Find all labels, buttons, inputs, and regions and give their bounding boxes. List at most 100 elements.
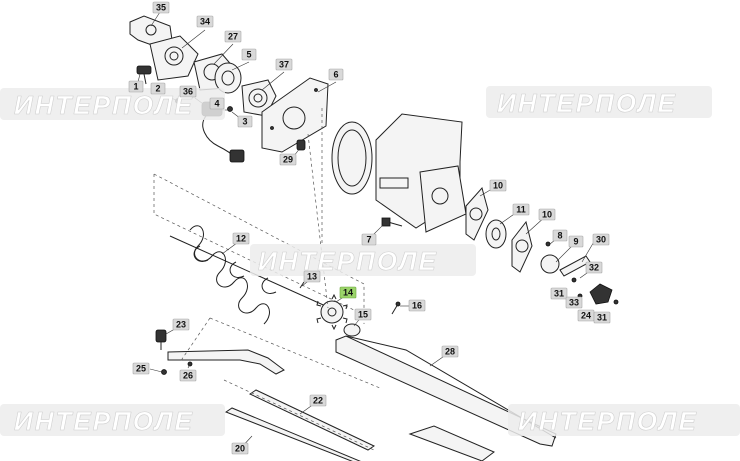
callout-36[interactable]: 36 <box>179 85 197 98</box>
part-8-9-hub <box>540 241 560 274</box>
svg-text:31: 31 <box>597 313 607 323</box>
part-3-screw <box>227 106 233 112</box>
svg-text:34: 34 <box>200 17 210 27</box>
svg-text:23: 23 <box>176 320 186 330</box>
callout-29[interactable]: 29 <box>279 153 297 166</box>
svg-text:3: 3 <box>242 117 247 127</box>
svg-text:37: 37 <box>279 60 289 70</box>
part-7-bolt <box>381 217 403 227</box>
part-14-sprocket <box>316 293 348 331</box>
svg-text:6: 6 <box>333 70 338 80</box>
watermark-text-2: ИНТЕРПОЛЕ <box>497 88 677 118</box>
callout-5[interactable]: 5 <box>241 48 257 61</box>
part-34-flange-plate <box>149 35 199 81</box>
svg-text:35: 35 <box>156 3 166 13</box>
part-10-plate-upper <box>465 186 489 241</box>
part-25-nut <box>161 369 167 375</box>
svg-text:14: 14 <box>343 288 353 298</box>
callout-25[interactable]: 25 <box>132 362 150 375</box>
callout-30[interactable]: 30 <box>592 233 610 246</box>
callout-10-lower[interactable]: 10 <box>538 208 556 221</box>
hopper-housing <box>331 113 467 233</box>
svg-text:11: 11 <box>516 205 526 215</box>
svg-text:22: 22 <box>313 396 323 406</box>
svg-text:24: 24 <box>581 311 591 321</box>
callout-8[interactable]: 8 <box>552 229 568 242</box>
watermark-text-5: ИНТЕРПОЛЕ <box>518 406 698 436</box>
callout-37[interactable]: 37 <box>275 58 293 71</box>
callout-1[interactable]: 1 <box>128 80 144 93</box>
callout-28[interactable]: 28 <box>441 345 459 358</box>
callout-7[interactable]: 7 <box>361 233 377 246</box>
part-24-block <box>589 283 613 305</box>
svg-text:15: 15 <box>358 310 368 320</box>
watermark-text-4: ИНТЕРПОЛЕ <box>14 406 194 436</box>
part-22-rail <box>248 389 376 451</box>
watermark-text-1: ИНТЕРПОЛЕ <box>14 90 194 120</box>
part-20-rail <box>224 407 361 461</box>
svg-text:20: 20 <box>235 444 245 454</box>
part-5-bearing <box>214 62 242 94</box>
svg-text:33: 33 <box>569 298 579 308</box>
callout-35[interactable]: 35 <box>152 1 170 14</box>
callout-34[interactable]: 34 <box>196 15 214 28</box>
watermark-band-1 <box>0 88 225 120</box>
callout-26[interactable]: 26 <box>179 369 197 382</box>
svg-text:2: 2 <box>155 84 160 94</box>
callout-6[interactable]: 6 <box>328 68 344 81</box>
svg-text:31: 31 <box>554 289 564 299</box>
callout-31-a[interactable]: 31 <box>550 287 568 300</box>
part-15-bushing <box>343 323 361 337</box>
svg-text:9: 9 <box>573 237 578 247</box>
part-30-bracket <box>559 255 591 277</box>
svg-text:30: 30 <box>596 235 606 245</box>
callout-14[interactable]: 14 <box>339 286 357 299</box>
callout-22[interactable]: 22 <box>309 394 327 407</box>
svg-text:32: 32 <box>589 263 599 273</box>
callout-31-b[interactable]: 31 <box>593 311 611 324</box>
svg-text:7: 7 <box>366 235 371 245</box>
watermark-layer: ИНТЕРПОЛЕ ИНТЕРПОЛЕ ИНТЕРПОЛЕ ИНТЕРПОЛЕ … <box>0 86 740 436</box>
callout-20[interactable]: 20 <box>231 442 249 455</box>
watermark-band-2 <box>486 86 712 118</box>
watermark-band-4 <box>0 404 225 436</box>
svg-text:12: 12 <box>236 234 246 244</box>
callout-3[interactable]: 3 <box>237 115 253 128</box>
svg-text:29: 29 <box>283 155 293 165</box>
callout-9[interactable]: 9 <box>568 235 584 248</box>
callout-13[interactable]: 13 <box>303 270 321 283</box>
part-6-mounting-plate <box>261 77 329 153</box>
svg-text:27: 27 <box>228 32 238 42</box>
callout-16[interactable]: 16 <box>408 299 426 312</box>
callout-4[interactable]: 4 <box>209 97 225 110</box>
callout-33[interactable]: 33 <box>565 296 583 309</box>
callout-24[interactable]: 24 <box>577 309 595 322</box>
svg-text:16: 16 <box>412 301 422 311</box>
callout-15[interactable]: 15 <box>354 308 372 321</box>
part-11-bearing <box>485 219 507 249</box>
part-37-flange-plate <box>241 79 277 117</box>
callout-12[interactable]: 12 <box>232 232 250 245</box>
svg-text:25: 25 <box>136 364 146 374</box>
callout-10-upper[interactable]: 10 <box>489 179 507 192</box>
svg-text:5: 5 <box>246 50 251 60</box>
svg-text:4: 4 <box>214 99 219 109</box>
callout-32[interactable]: 32 <box>585 261 603 274</box>
callout-23[interactable]: 23 <box>172 318 190 331</box>
svg-text:26: 26 <box>183 371 193 381</box>
callout-27[interactable]: 27 <box>224 30 242 43</box>
assembly-lines <box>153 108 381 451</box>
watermark-text-3: ИНТЕРПОЛЕ <box>258 246 438 276</box>
callout-2[interactable]: 2 <box>150 82 166 95</box>
part-10-plate-lower <box>511 220 533 273</box>
watermark-band-5 <box>508 404 740 436</box>
callout-11[interactable]: 11 <box>512 203 530 216</box>
svg-text:28: 28 <box>445 347 455 357</box>
part-16-bolt <box>391 301 401 315</box>
part-1-bolt <box>136 65 152 85</box>
svg-text:10: 10 <box>493 181 503 191</box>
callout-labels: 35 34 27 5 37 6 1 2 36 4 3 29 10 11 10 8… <box>128 1 611 455</box>
svg-text:36: 36 <box>183 87 193 97</box>
